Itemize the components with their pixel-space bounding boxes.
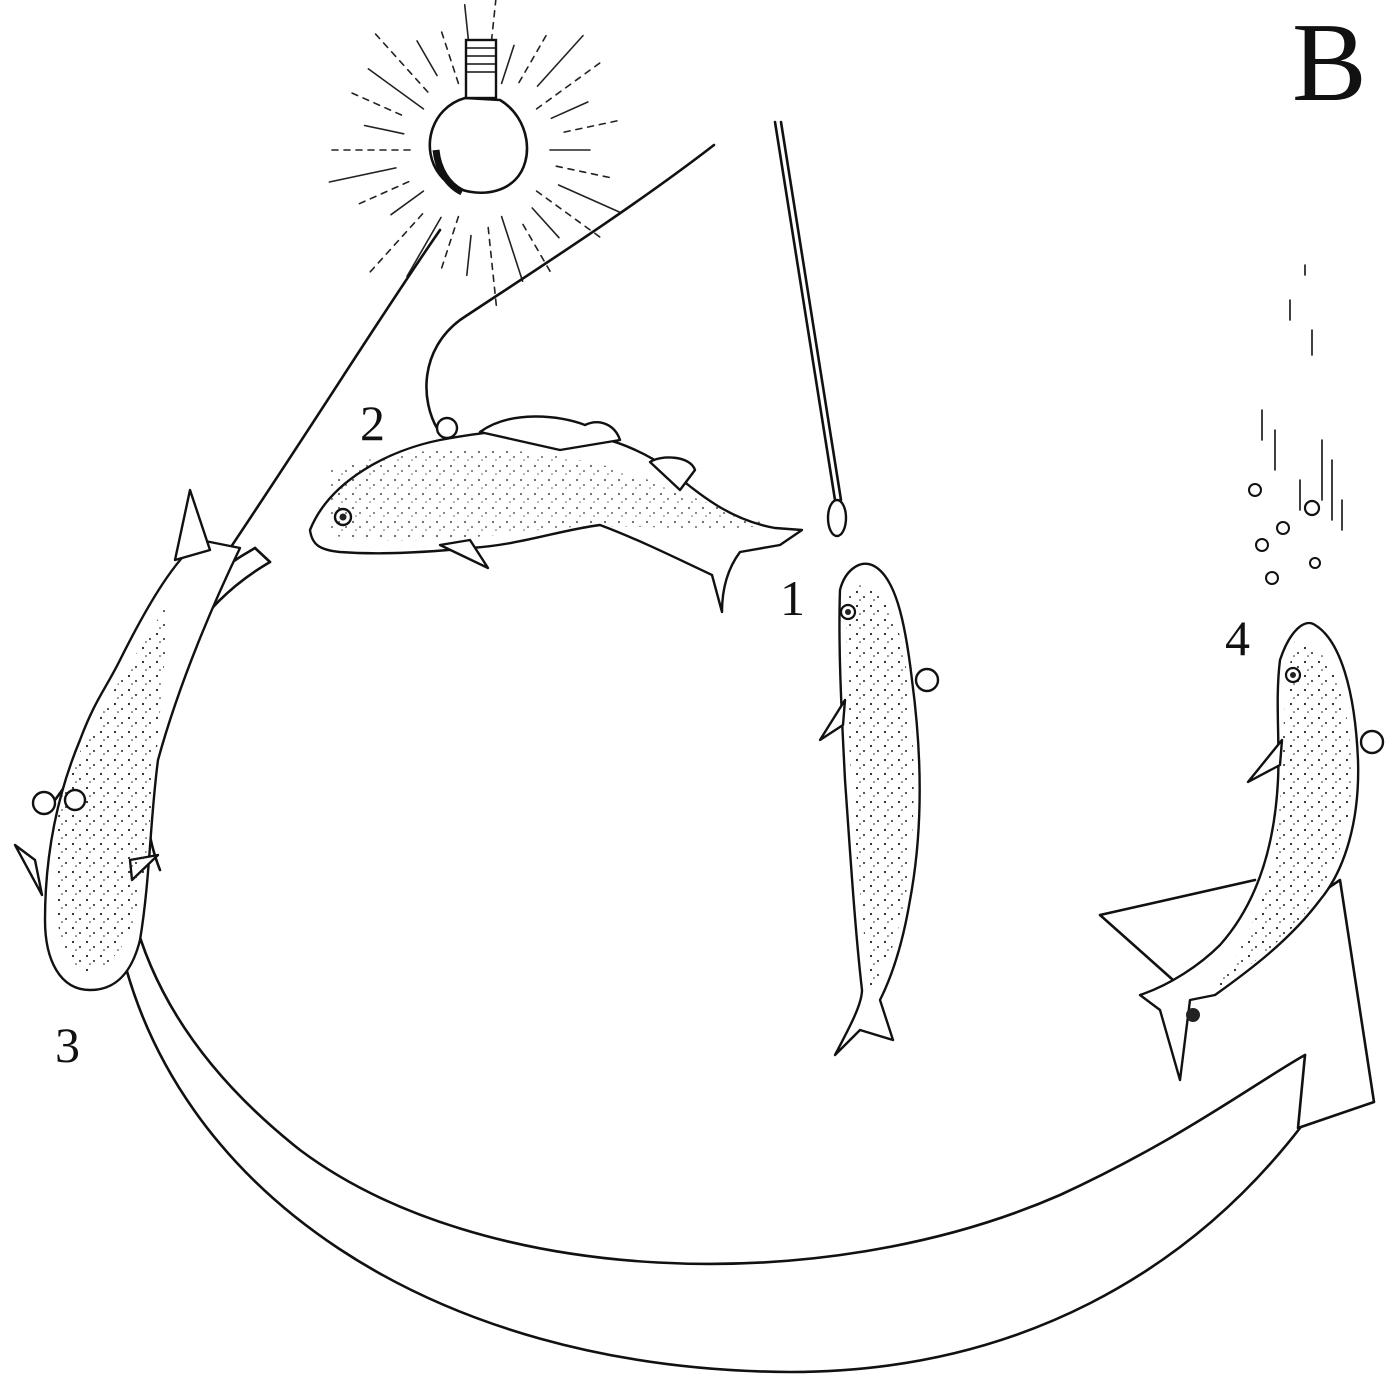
step-label-4: 4 (1225, 610, 1250, 666)
light-bulb-icon (328, 0, 621, 309)
fish-icon (15, 490, 240, 990)
step-label-1: 1 (780, 570, 805, 626)
step-label-2: 2 (360, 395, 385, 451)
fish-icon (1140, 623, 1383, 1080)
panel-label: B (1292, 1, 1367, 125)
fish-icon (820, 564, 938, 1055)
bubbles (1249, 265, 1342, 584)
step-label-3: 3 (55, 1017, 80, 1073)
